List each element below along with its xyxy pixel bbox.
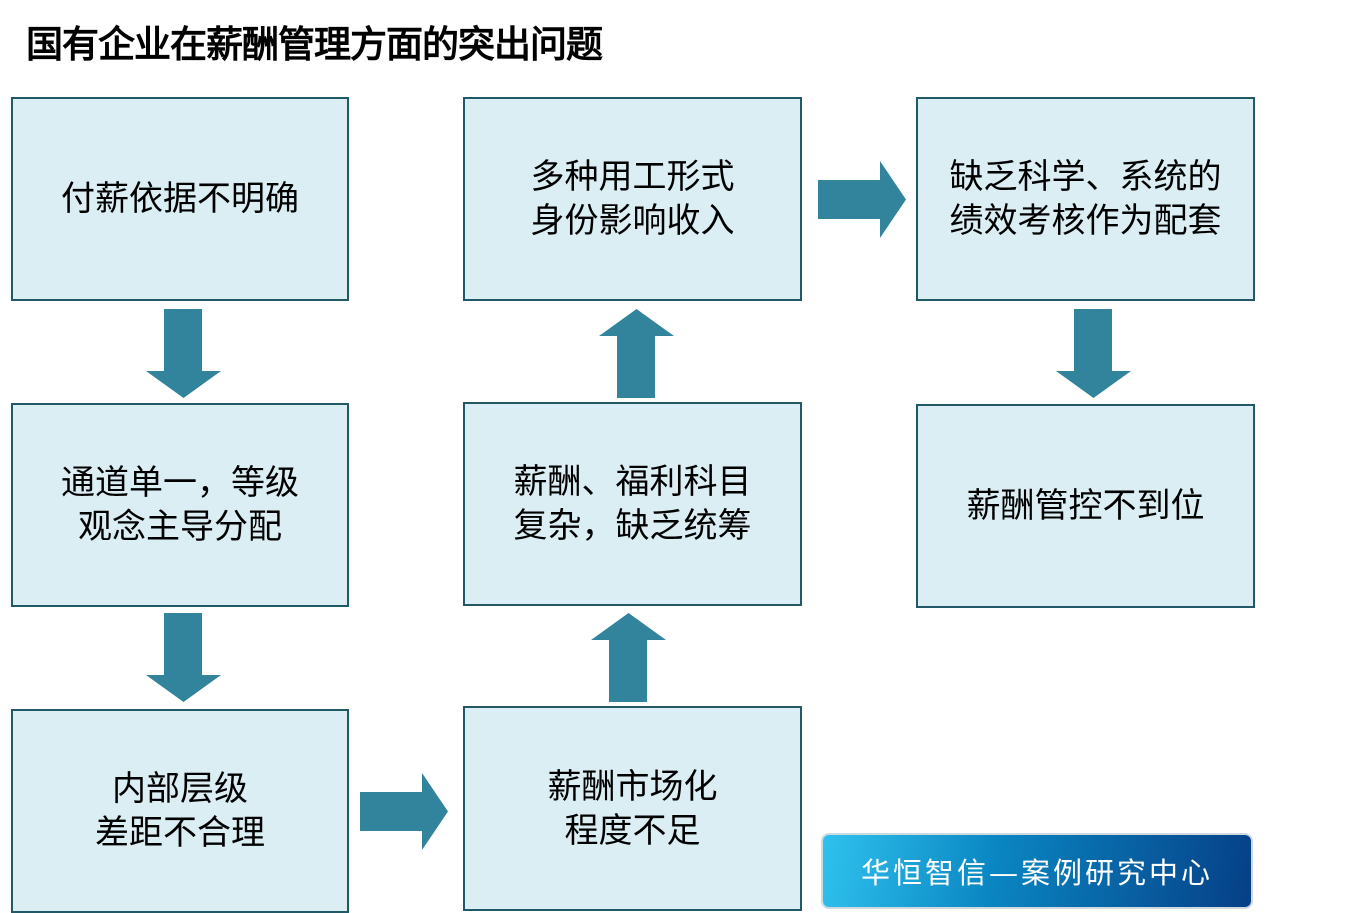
- box-unclear-pay-basis: 付薪依据不明确: [11, 97, 349, 301]
- box-performance-appraisal: 缺乏科学、系统的 绩效考核作为配套: [916, 97, 1255, 301]
- box-employment-forms: 多种用工形式 身份影响收入: [463, 97, 802, 301]
- arrow-down-icon: [146, 613, 221, 702]
- box-pay-control: 薪酬管控不到位: [916, 404, 1255, 608]
- box-complex-items: 薪酬、福利科目 复杂，缺乏统筹: [463, 402, 802, 606]
- arrow-right-icon: [818, 161, 906, 238]
- arrow-up-icon: [599, 309, 674, 398]
- box-marketization: 薪酬市场化 程度不足: [463, 706, 802, 911]
- box-single-channel: 通道单一，等级 观念主导分配: [11, 403, 349, 607]
- arrow-up-icon: [591, 613, 666, 702]
- arrow-down-icon: [1056, 309, 1131, 398]
- arrow-right-icon: [360, 773, 448, 850]
- brand-logo-banner: 华恒智信—案例研究中心: [823, 835, 1251, 907]
- arrow-down-icon: [146, 309, 221, 398]
- box-internal-gap: 内部层级 差距不合理: [11, 709, 349, 913]
- page-title: 国有企业在薪酬管理方面的突出问题: [26, 23, 603, 66]
